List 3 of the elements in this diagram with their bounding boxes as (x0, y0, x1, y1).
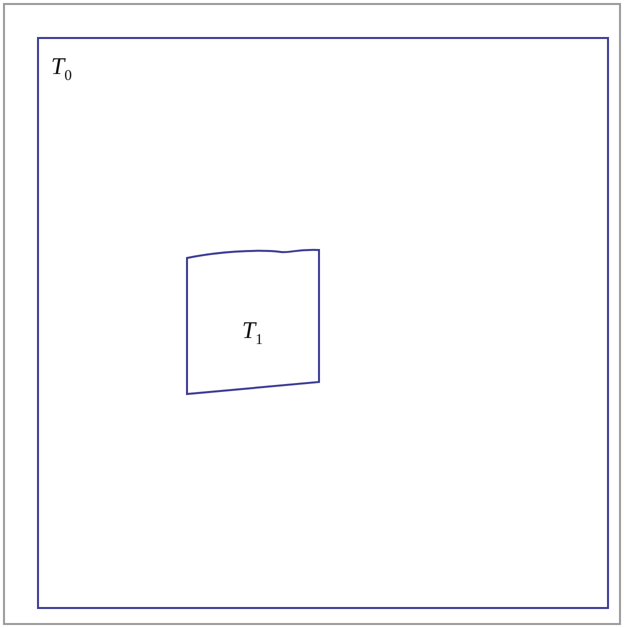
region-label: T$_{0}$ (51, 55, 72, 84)
region-shape (186, 251, 322, 396)
region-label: T$_{1}$ (242, 319, 263, 348)
